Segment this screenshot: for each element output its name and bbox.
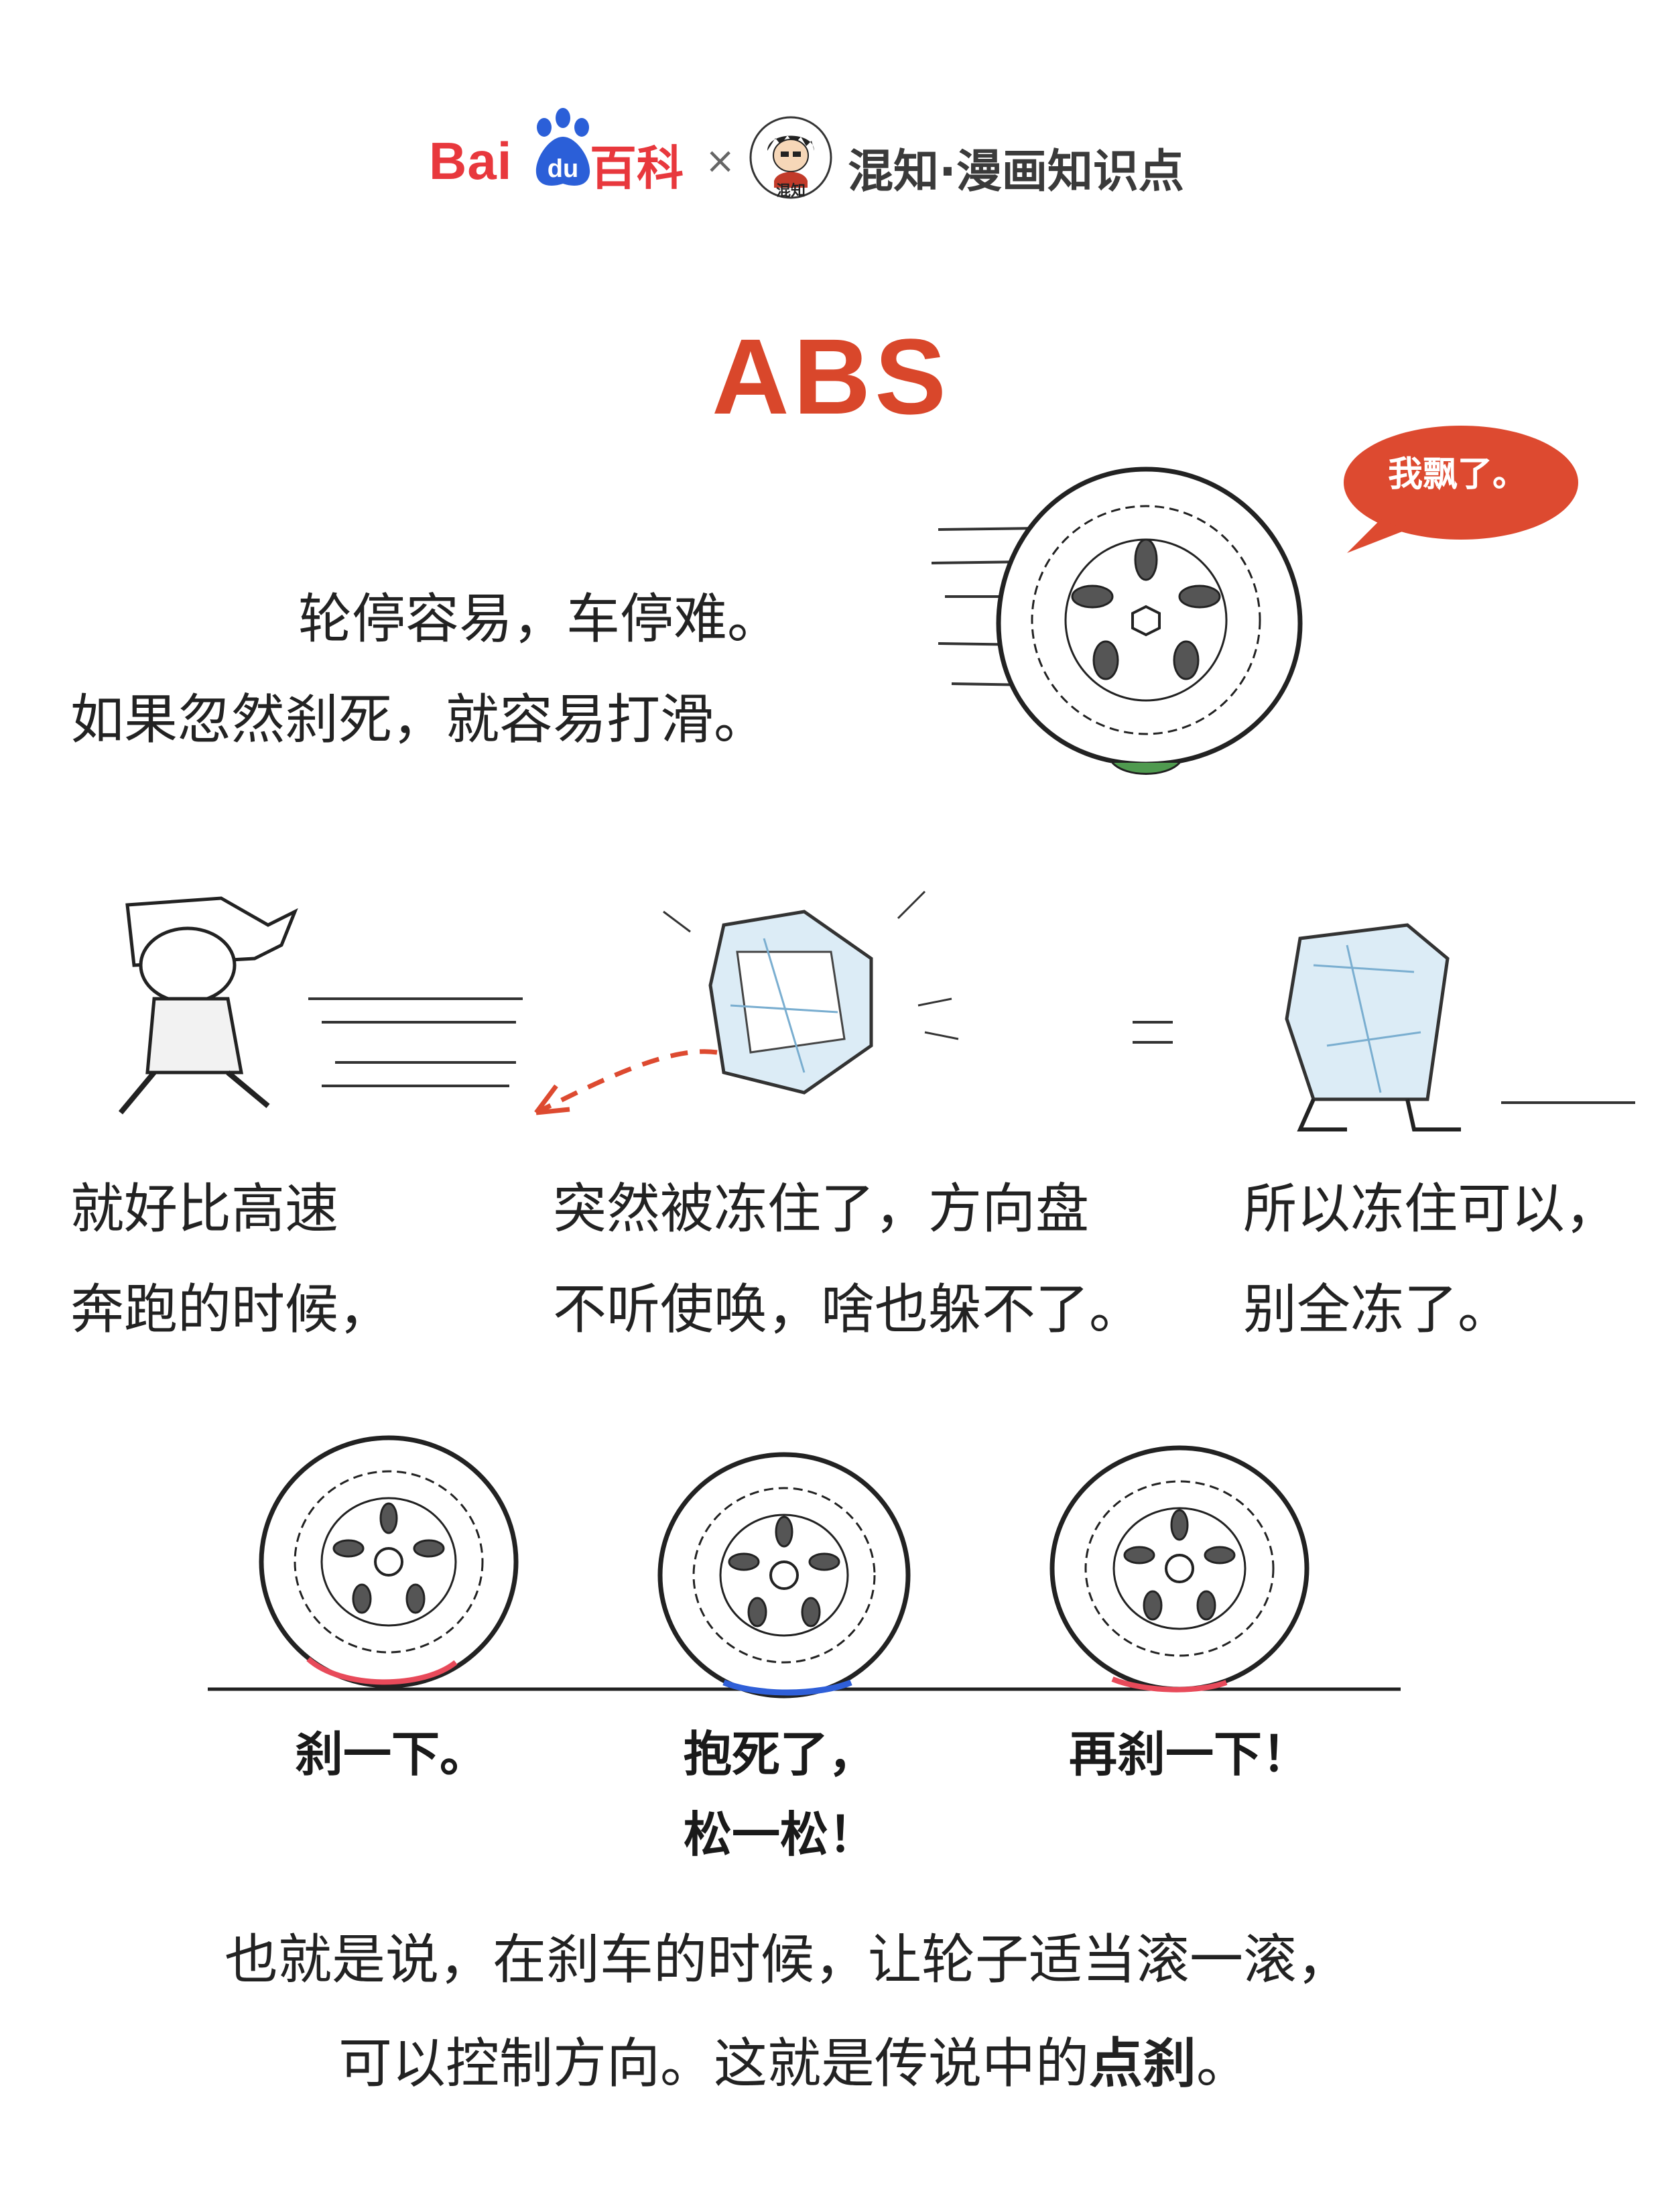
panel-2-line-2: 不听使唤，啥也躲不了。: [553, 1278, 1143, 1341]
panel-3-line-2: 别全冻了。: [1243, 1278, 1511, 1341]
series-title: 混知·漫画知识点: [848, 145, 1184, 198]
panel-2-line-1: 突然被冻住了，方向盘: [553, 1178, 1089, 1240]
wheel-2-caption-line-1: 抱死了，: [684, 1726, 877, 1782]
baidu-paw-icon: du: [535, 108, 590, 186]
conclusion-line-2-a: 可以控制方向。这就是传说中的: [338, 2032, 1089, 2095]
baidu-du-text: du: [548, 155, 578, 183]
speech-bubble: [1344, 426, 1578, 553]
wheel-3-caption: 再刹一下！: [1069, 1726, 1311, 1782]
hunzhi-avatar-icon: 混知: [749, 116, 832, 200]
panel-1-line-1: 就好比高速: [70, 1178, 338, 1240]
baidu-logo-text: Bai: [429, 131, 513, 190]
page-title: ABS: [712, 316, 950, 436]
conclusion-highlight: 点刹: [1089, 2032, 1196, 2095]
conclusion-line-2: 可以控制方向。这就是传说中的点刹。: [338, 2021, 1250, 2107]
wheel-2-caption-line-2: 松一松！: [684, 1806, 877, 1863]
panel-3-line-1: 所以冻住可以，: [1243, 1178, 1618, 1240]
wheel-1-caption: 刹一下。: [295, 1726, 489, 1782]
running-character-illustration: [118, 896, 523, 1115]
panel-1-line-2: 奔跑的时候，: [70, 1278, 392, 1341]
half-frozen-character-illustration: [1133, 923, 1635, 1131]
wheel-2: [657, 1452, 911, 1699]
flying-wheel-illustration: [931, 467, 1303, 775]
collab-times: ×: [705, 139, 736, 182]
baike-logo-text: 百科: [590, 141, 684, 196]
wheel-3: [1049, 1445, 1309, 1693]
frozen-character-illustration: [534, 890, 959, 1115]
conclusion-line-2-b: 。: [1196, 2032, 1250, 2095]
wheel-1: [259, 1435, 519, 1688]
avatar-label: 混知: [776, 182, 806, 200]
braking-wheels-illustration: [208, 1435, 1401, 1699]
speech-bubble-text: 我飘了。: [1387, 454, 1527, 495]
intro-line-1: 轮停容易，车停难。: [298, 588, 781, 650]
conclusion-line-1: 也就是说，在刹车的时候，让轮子适当滚一滚，: [225, 1928, 1350, 1991]
intro-line-2: 如果忽然刹死，就容易打滑。: [70, 688, 767, 751]
